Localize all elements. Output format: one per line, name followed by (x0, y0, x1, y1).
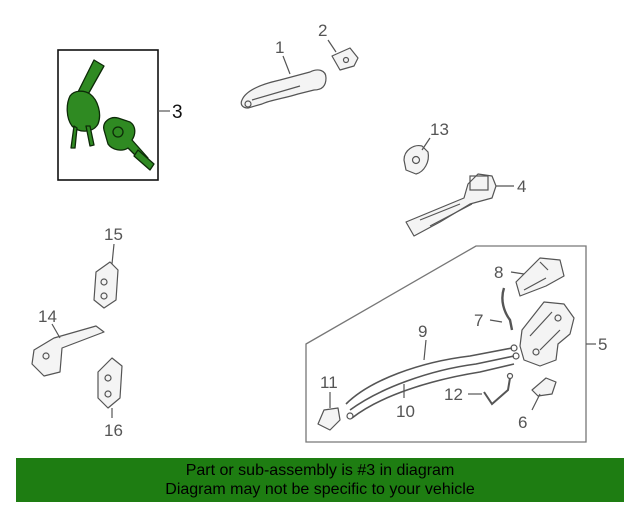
leader-line (282, 55, 291, 75)
part-4-handle-frame[interactable] (405, 173, 497, 237)
part-13-bracket[interactable] (403, 145, 429, 175)
part-9-cable[interactable] (345, 344, 520, 411)
callout-9: 9 (418, 322, 427, 341)
callout-13: 13 (430, 120, 449, 139)
callout-15: 15 (104, 225, 123, 244)
part-14-door-check[interactable] (31, 325, 105, 377)
callout-7: 7 (474, 311, 483, 330)
callout-12: 12 (444, 385, 463, 404)
part-11-clip[interactable] (317, 407, 341, 431)
part-1-outside-handle[interactable] (240, 69, 327, 109)
part-7-lock-rod[interactable] (501, 287, 514, 331)
part-3-lock-cylinder-group[interactable] (57, 49, 159, 181)
part-6-cover[interactable] (531, 377, 557, 397)
callout-10: 10 (396, 402, 415, 421)
door-latch-actuator[interactable] (519, 301, 575, 367)
callout-1: 1 (275, 38, 284, 57)
info-banner: Part or sub-assembly is #3 in diagram Di… (16, 458, 624, 502)
callout-6: 6 (518, 413, 527, 432)
part-16-lower-hinge[interactable] (97, 357, 123, 409)
callout-4: 4 (517, 177, 526, 196)
callout-14: 14 (38, 307, 57, 326)
callout-11: 11 (320, 373, 338, 392)
banner-line-2: Diagram may not be specific to your vehi… (165, 481, 475, 498)
part-2-handle-cap[interactable] (331, 47, 359, 71)
callout-8: 8 (494, 263, 503, 282)
banner-line-1: Part or sub-assembly is #3 in diagram (185, 462, 455, 479)
callout-5: 5 (598, 335, 607, 354)
leader-line (421, 137, 431, 151)
leader-line (111, 243, 115, 265)
callout-3: 3 (172, 102, 183, 123)
leader-line (423, 339, 427, 361)
leader-line (510, 271, 525, 275)
part-10-cable[interactable] (346, 363, 515, 420)
callout-16: 16 (104, 421, 123, 440)
part-15-upper-hinge[interactable] (93, 261, 119, 309)
part-12-rod[interactable] (483, 372, 514, 406)
part-8-lock-bracket[interactable] (515, 257, 565, 297)
leader-line (327, 39, 337, 53)
leader-line (489, 319, 503, 323)
leader-line (51, 323, 61, 339)
callout-2: 2 (318, 21, 327, 40)
leader-line (531, 393, 541, 411)
